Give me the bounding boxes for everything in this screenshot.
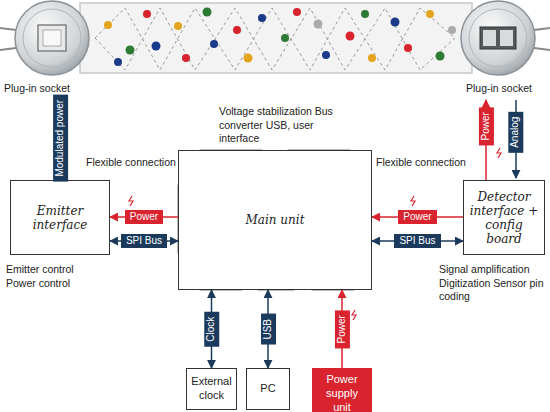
- emitter-interface-box: Emitter interfaceEmitter control Power c…: [10, 180, 110, 255]
- emitter-can: [0, 1, 89, 75]
- beam-tube: [80, 3, 472, 73]
- box-title: PC: [260, 382, 275, 396]
- box-title: Power supply unit: [317, 373, 367, 412]
- box-title: External clock: [191, 375, 232, 403]
- function-note: Signal amplification Digitization Sensor…: [439, 263, 547, 304]
- connection-label: Flexible connection: [376, 156, 466, 169]
- signal-tag: Modulated power: [53, 95, 68, 182]
- gas-molecules: [104, 8, 456, 67]
- device-box: PC: [246, 368, 290, 410]
- socket-label: Plug-in socket: [466, 82, 532, 95]
- main-unit-box: Voltage stabilization Bus converter USB,…: [178, 150, 372, 290]
- signal-tag: Power: [398, 210, 436, 225]
- signal-tag: USB: [261, 314, 276, 345]
- device-box: External clock: [186, 368, 237, 410]
- box-title: Detector interface + config board: [468, 190, 540, 246]
- signal-tag: SPI Bus: [394, 234, 440, 249]
- signal-tag: Power: [479, 107, 494, 145]
- signal-tag: Clock: [204, 311, 219, 346]
- detector-can: [461, 1, 550, 75]
- socket-label: Plug-in socket: [4, 82, 70, 95]
- signal-tag: Power: [125, 210, 163, 225]
- signal-tag: Power: [335, 310, 350, 348]
- signal-tag: Analog: [509, 111, 524, 152]
- function-note: Voltage stabilization Bus converter USB,…: [219, 105, 335, 146]
- detector-board-box: Detector interface + config boardSignal …: [463, 180, 545, 255]
- power-supply-box: Power supply unit: [312, 368, 372, 412]
- beam-path: [95, 8, 455, 70]
- function-note: Emitter control Power control: [6, 263, 102, 290]
- beam-path: [95, 8, 455, 70]
- connection-label: Flexible connection: [86, 156, 176, 169]
- box-title: Main unit: [246, 213, 305, 227]
- signal-tag: SPI Bus: [121, 234, 167, 249]
- box-title: Emitter interface: [15, 204, 105, 232]
